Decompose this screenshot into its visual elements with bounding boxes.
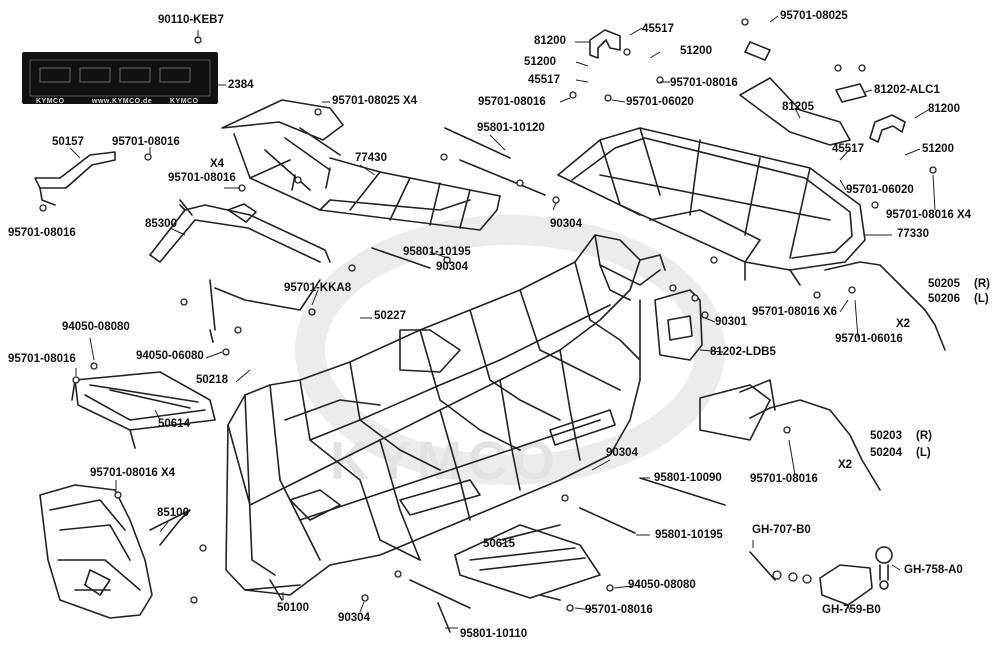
part-label: 50203 bbox=[870, 430, 902, 442]
part-label: GH-707-B0 bbox=[752, 524, 811, 536]
part-label: 51200 bbox=[524, 56, 556, 68]
part-label: 95701-08016 X6 bbox=[752, 306, 838, 318]
side-indicator: (R) bbox=[974, 278, 990, 290]
part-label: 81200 bbox=[534, 35, 566, 47]
part-label: 95801-10195 bbox=[403, 246, 471, 258]
part-label: 94050-08080 bbox=[62, 321, 130, 333]
part-label: 90301 bbox=[715, 316, 747, 328]
part-label: 45517 bbox=[528, 74, 560, 86]
part-label: 95701-08016 bbox=[168, 172, 236, 184]
plate-brand-right: KYMCO bbox=[170, 98, 199, 105]
part-label: 95701-06020 bbox=[846, 184, 914, 196]
part-label: 51200 bbox=[922, 143, 954, 155]
part-label: 81202-LDB5 bbox=[710, 346, 776, 358]
part-label: 50204 bbox=[870, 447, 902, 459]
part-label: 90304 bbox=[436, 261, 468, 273]
quantity-label: X2 bbox=[896, 318, 911, 330]
part-label: GH-759-B0 bbox=[822, 604, 881, 616]
part-label: 45517 bbox=[832, 143, 864, 155]
part-label: 50206 bbox=[928, 293, 960, 305]
part-label: 90304 bbox=[606, 447, 638, 459]
part-label: 90110-KEB7 bbox=[158, 14, 224, 26]
part-label: 45517 bbox=[642, 23, 674, 35]
part-label: 90304 bbox=[338, 612, 370, 624]
part-label: 51200 bbox=[680, 45, 712, 57]
part-label: 95701-08016 bbox=[750, 473, 818, 485]
part-label: 81202-ALC1 bbox=[874, 84, 940, 96]
part-label: 95701-06016 bbox=[835, 333, 903, 345]
part-label: 95801-10195 bbox=[655, 529, 723, 541]
part-label: 95701-08016 X4 bbox=[886, 209, 972, 221]
part-label: 50227 bbox=[374, 310, 406, 322]
side-indicator: (L) bbox=[974, 293, 989, 305]
part-label: 81200 bbox=[928, 103, 960, 115]
part-label: 50615 bbox=[483, 538, 515, 550]
part-label: 50100 bbox=[277, 602, 309, 614]
part-label: 85300 bbox=[145, 218, 177, 230]
part-label: 95701-08016 bbox=[670, 77, 738, 89]
part-label: 77430 bbox=[355, 152, 387, 164]
part-label: 95801-10120 bbox=[477, 122, 545, 134]
part-label: 95701-KKA8 bbox=[284, 282, 352, 294]
part-label: 85100 bbox=[157, 507, 189, 519]
part-label: 50205 bbox=[928, 278, 960, 290]
part-label: 95701-08016 bbox=[112, 136, 180, 148]
part-label: 77330 bbox=[897, 228, 929, 240]
part-label: 95701-08025 X4 bbox=[332, 95, 418, 107]
part-label: 50218 bbox=[196, 374, 228, 386]
part-label: 95701-08016 bbox=[585, 604, 653, 616]
part-label: 95801-10110 bbox=[460, 628, 528, 640]
part-label: 50614 bbox=[158, 418, 190, 430]
part-label: GH-758-A0 bbox=[904, 564, 963, 576]
part-label: X4 bbox=[210, 158, 225, 170]
part-label: 94050-06080 bbox=[136, 350, 204, 362]
plate-brand-left: KYMCO bbox=[36, 98, 65, 105]
part-label: 95701-08025 bbox=[780, 10, 848, 22]
part-label: 50157 bbox=[52, 136, 84, 148]
part-label: 95701-08016 X4 bbox=[90, 467, 176, 479]
part-label: 95701-08016 bbox=[8, 353, 76, 365]
side-indicator: (R) bbox=[916, 430, 932, 442]
part-label: 94050-08080 bbox=[628, 579, 696, 591]
part-label: 90304 bbox=[550, 218, 582, 230]
part-label: 95701-08016 bbox=[478, 96, 546, 108]
quantity-label: X2 bbox=[838, 459, 853, 471]
side-indicator: (L) bbox=[916, 447, 931, 459]
part-label: 2384 bbox=[228, 79, 254, 91]
part-label: 95801-10090 bbox=[654, 472, 722, 484]
part-label: 95701-06020 bbox=[626, 96, 694, 108]
part-label: 95701-08016 bbox=[8, 227, 76, 239]
plate-url: www.KYMCO.de bbox=[92, 98, 153, 105]
part-label: 81205 bbox=[782, 101, 814, 113]
